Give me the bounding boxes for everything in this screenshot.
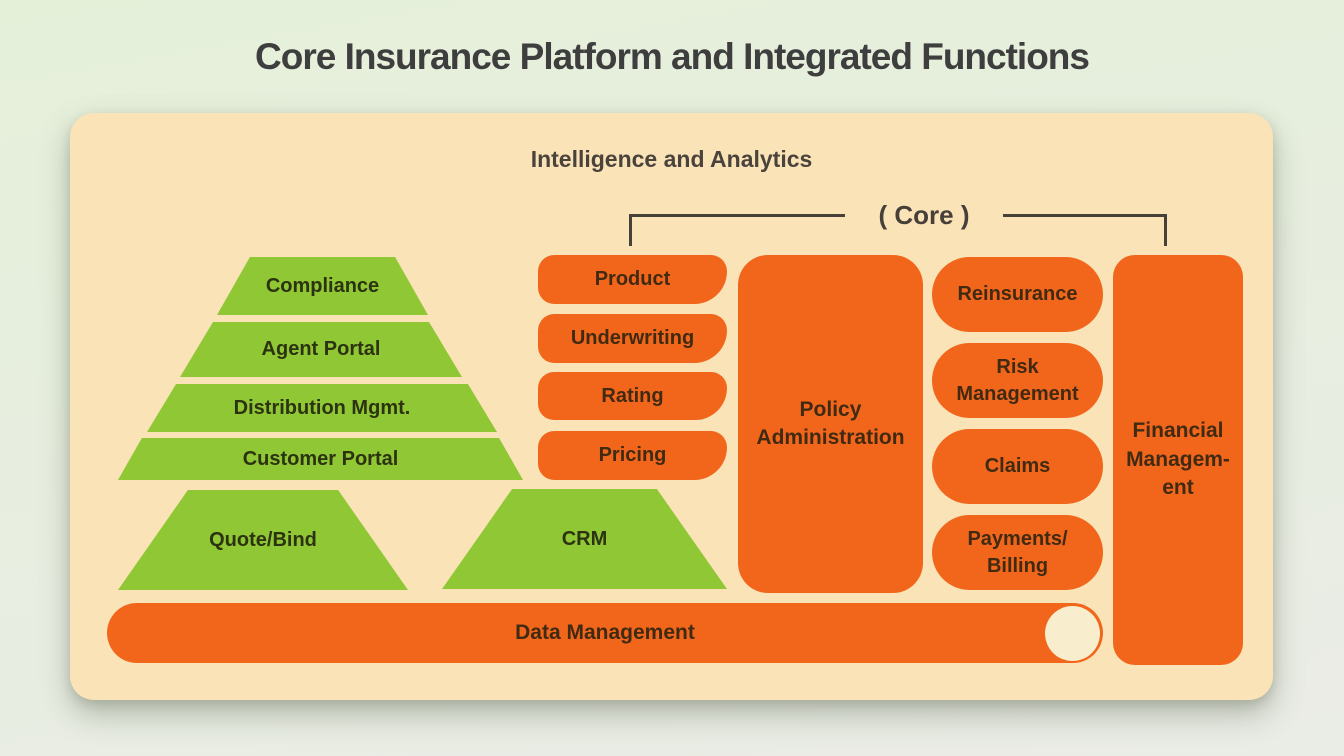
platform-panel: Intelligence and Analytics ( Core ) Comp… xyxy=(70,113,1273,700)
core-bracket-right-line xyxy=(1003,214,1167,217)
data-management-circle xyxy=(1045,606,1100,661)
box-product: Product xyxy=(538,255,727,304)
box-risk-management: Risk Management xyxy=(932,343,1103,418)
pyramid-layer-customer-portal: Customer Portal xyxy=(118,438,523,480)
trapezoid-crm: CRM xyxy=(442,489,727,589)
box-pricing: Pricing xyxy=(538,431,727,480)
page-title: Core Insurance Platform and Integrated F… xyxy=(255,36,1090,77)
box-rating: Rating xyxy=(538,372,727,420)
box-policy-administration: Policy Administration xyxy=(738,255,923,593)
core-bracket-left-line xyxy=(629,214,845,217)
core-bracket-label: ( Core ) xyxy=(878,200,970,230)
box-claims: Claims xyxy=(932,429,1103,504)
pyramid-layer-agent-portal: Agent Portal xyxy=(180,322,462,377)
data-management-bar: Data Management xyxy=(107,603,1103,663)
box-payments-billing: Payments/ Billing xyxy=(932,515,1103,590)
pyramid-layer-compliance: Compliance xyxy=(217,257,428,315)
core-bracket-left-vertical xyxy=(629,214,632,246)
trapezoid-quote-bind: Quote/Bind xyxy=(118,490,408,590)
pyramid-layer-distribution-mgmt: Distribution Mgmt. xyxy=(147,384,497,432)
data-management-label: Data Management xyxy=(515,620,695,644)
box-reinsurance: Reinsurance xyxy=(932,257,1103,332)
core-bracket-right-vertical xyxy=(1164,214,1167,246)
box-financial-management: Financial Managem- ent xyxy=(1113,255,1243,665)
intelligence-analytics-header: Intelligence and Analytics xyxy=(530,146,813,172)
box-underwriting: Underwriting xyxy=(538,314,727,363)
